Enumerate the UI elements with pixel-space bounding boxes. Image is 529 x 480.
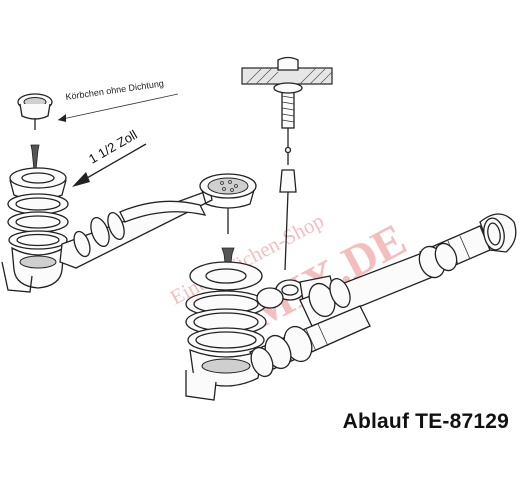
cable-connector [279,169,297,193]
left-ring-2 [7,211,69,233]
center-strainer-grid [207,177,249,195]
main-pipe-coupling-2 [329,278,351,308]
center-strainer-holes [220,180,238,192]
countertop-hatching [245,67,333,85]
corrugated-coupling-3 [250,346,274,378]
left-strainer-stack [1,93,69,293]
left-ring-2-inner [15,215,61,229]
strainer-note-leader [57,93,179,121]
strainer-note: Körbchen ohne Dichtung [57,78,179,122]
left-flange-inner [21,172,55,184]
left-pipe-coupling-3 [73,230,91,258]
right-elbow-ring-inner [487,222,501,246]
cable-rod [284,191,289,271]
center-outlet [185,370,217,401]
center-flange [189,261,263,291]
left-flange [9,167,67,189]
cable-ferrule [284,146,292,154]
left-ring-1-inner [15,197,61,211]
overflow-elbow-ring-1-inner [281,284,299,296]
left-ring-1 [7,193,69,215]
connecting-pipe-left [59,189,213,269]
strainer-note-arrowhead [58,114,66,122]
left-pipe-bend [119,200,207,223]
left-outlet [1,261,33,293]
stem-nut [273,82,303,94]
overflow-knob-assembly [241,56,333,271]
overflow-elbow-ring-2 [256,287,284,309]
left-ring-3-inner [16,233,60,247]
center-drain-grid [201,358,251,374]
strainer-basket-body [19,103,51,120]
size-note-arrow-shaft [79,143,147,183]
strainer-note-text: Körbchen ohne Dichtung [65,78,165,102]
overflow-knob [277,56,299,71]
size-note-arrowhead [72,172,90,187]
size-note-text: 1 1/2 Zoll [86,127,140,167]
center-ring-3-inner [195,331,257,349]
center-strainer-stack [185,173,267,401]
left-pipe-coupling-2 [107,211,125,241]
size-note: 1 1/2 Zoll [72,127,147,187]
right-hose-coupling-2 [434,242,458,272]
main-waste-pipe [249,249,441,378]
left-ring-3 [8,230,68,250]
product-caption: Ablauf TE-87129 [342,410,509,433]
left-screw [30,144,40,171]
left-drain-grid [19,255,57,269]
center-flange-inner [205,268,247,284]
right-hose-group [418,213,517,279]
left-pipe-coupling-1 [90,216,110,248]
